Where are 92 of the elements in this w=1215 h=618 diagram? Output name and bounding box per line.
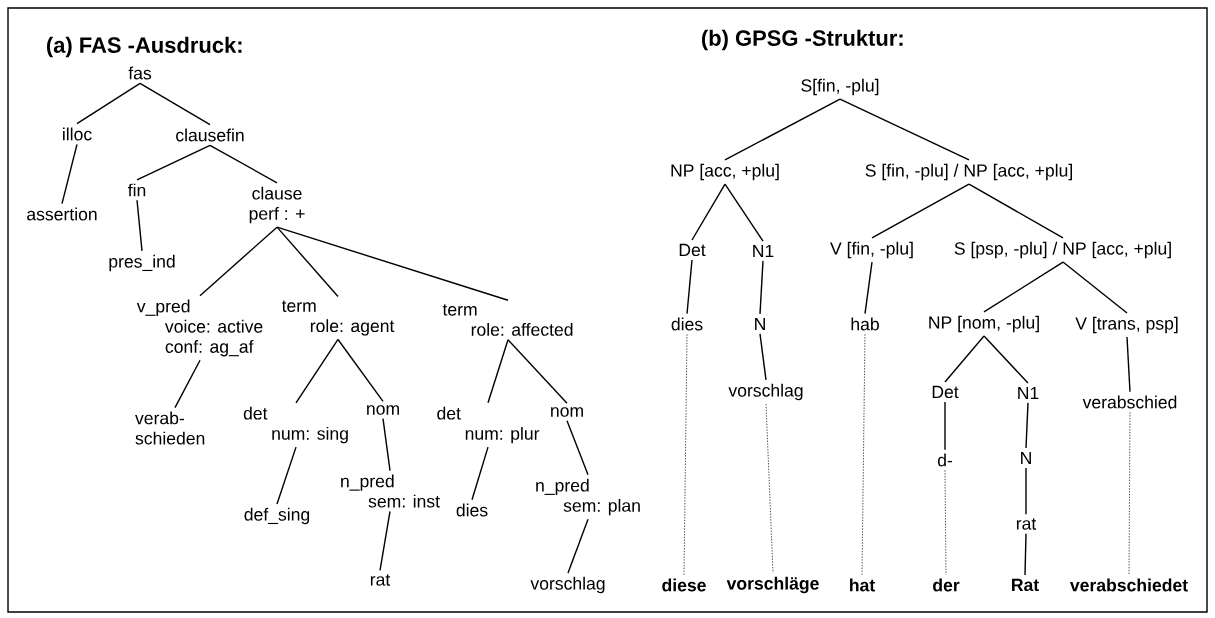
tree-branch xyxy=(337,338,384,402)
tree-branch xyxy=(944,335,985,383)
tree-branch xyxy=(1025,467,1027,516)
tree-branch xyxy=(276,226,339,298)
tree-branch xyxy=(76,82,141,125)
dotted-line xyxy=(683,333,688,575)
tree-branch xyxy=(136,199,143,252)
tree-branch xyxy=(839,98,970,161)
panel-title: (b) GPSG -Struktur: xyxy=(701,29,903,51)
tree-branch xyxy=(199,226,278,297)
tree-label: S [psp, -plu] / NP [acc, +plu] xyxy=(954,241,1171,259)
tree-label: rat xyxy=(370,574,391,586)
tree-label: vorschlag xyxy=(530,576,605,594)
tree-label: nom xyxy=(551,407,583,417)
tree-label: illoc xyxy=(63,127,92,141)
tree-label: clausefin xyxy=(176,128,244,142)
tree-branch xyxy=(174,359,201,409)
tree-label: pres_ind xyxy=(109,254,175,272)
tree-branch xyxy=(276,446,297,505)
tree-label: V [trans, psp] xyxy=(1075,316,1178,334)
dotted-line xyxy=(861,333,866,575)
tree-label: verabschied xyxy=(1082,395,1177,409)
tree-branch xyxy=(507,339,568,405)
tree-label: N xyxy=(755,317,765,331)
tree-label: term role: affected xyxy=(442,304,573,336)
tree-branch xyxy=(686,259,693,315)
tree-branch xyxy=(382,417,391,472)
tree-label: hab xyxy=(851,317,879,331)
sentence-word: hat xyxy=(850,578,875,592)
tree-label: v_pred voice: active conf: ag_af xyxy=(136,299,263,357)
tree-branch xyxy=(61,143,78,205)
tree-label: rat xyxy=(1016,518,1037,530)
tree-branch xyxy=(724,98,841,161)
tree-label: dies xyxy=(456,503,488,517)
tree-label: S [fin, -plu] / NP [acc, +plu] xyxy=(865,163,1072,181)
tree-label: N1 xyxy=(753,244,774,258)
sentence-word: diese xyxy=(662,578,706,592)
tree-label: Det xyxy=(932,385,959,399)
dotted-line xyxy=(765,403,774,574)
tree-label: nom xyxy=(367,405,399,415)
tree-label: fas xyxy=(128,66,152,80)
sentence-word: der xyxy=(933,578,960,592)
tree-label: n_pred sem: plan xyxy=(536,478,640,516)
tree-branch xyxy=(1024,532,1027,576)
tree-label: assertion xyxy=(27,207,97,221)
tree-label: def_sing xyxy=(244,507,310,525)
tree-label: vorschlag xyxy=(728,383,803,401)
tree-label: det num: sing xyxy=(243,406,348,444)
tree-label: d- xyxy=(937,453,953,467)
tree-label: det num: plur xyxy=(437,406,540,444)
tree-label: S[fin, -plu] xyxy=(801,78,879,96)
tree-label: NP [nom, -plu] xyxy=(929,315,1039,333)
tree-branch xyxy=(379,510,391,572)
panel-title: (a) FAS -Ausdruck: xyxy=(47,36,242,58)
tree-branch xyxy=(209,144,278,184)
tree-label: Det xyxy=(679,243,706,257)
tree-label: clause perf : + xyxy=(249,186,305,224)
tree-branch xyxy=(944,401,946,451)
tree-label: dies xyxy=(671,317,703,331)
tree-branch xyxy=(487,339,509,404)
tree-branch xyxy=(983,261,1064,313)
tree-branch xyxy=(759,260,764,315)
tree-label: verab- schieden xyxy=(135,411,205,445)
sentence-word: verabschiedet xyxy=(1069,578,1188,592)
tree-label: n_pred sem: inst xyxy=(341,474,440,508)
tree-branch xyxy=(139,82,211,126)
tree-label: fin xyxy=(128,183,146,197)
tree-branch xyxy=(691,183,726,241)
tree-label: N1 xyxy=(1018,386,1039,400)
tree-branch xyxy=(724,183,764,242)
tree-label: V [fin, -plu] xyxy=(830,241,913,259)
tree-branch xyxy=(1126,336,1131,393)
tree-branch xyxy=(983,335,1029,384)
tree-label: NP [acc, +plu] xyxy=(671,163,779,181)
tree-branch xyxy=(295,338,339,404)
tree-branch xyxy=(471,446,489,501)
tree-branch xyxy=(968,183,1064,239)
dotted-line xyxy=(944,469,947,575)
tree-branch xyxy=(566,419,589,476)
tree-branch xyxy=(136,144,211,181)
tree-branch xyxy=(1062,261,1128,314)
tree-branch xyxy=(864,261,873,315)
tree-label: N xyxy=(1021,451,1031,465)
sentence-word: Rat xyxy=(1012,578,1039,592)
sentence-word: vorschläge xyxy=(726,576,819,594)
tree-label: term role: agent xyxy=(281,300,395,336)
tree-branch xyxy=(276,226,509,301)
tree-branch xyxy=(871,183,970,239)
dotted-line xyxy=(1128,411,1131,575)
tree-branch xyxy=(567,518,589,574)
tree-branch xyxy=(1025,402,1029,449)
tree-branch xyxy=(759,333,767,381)
